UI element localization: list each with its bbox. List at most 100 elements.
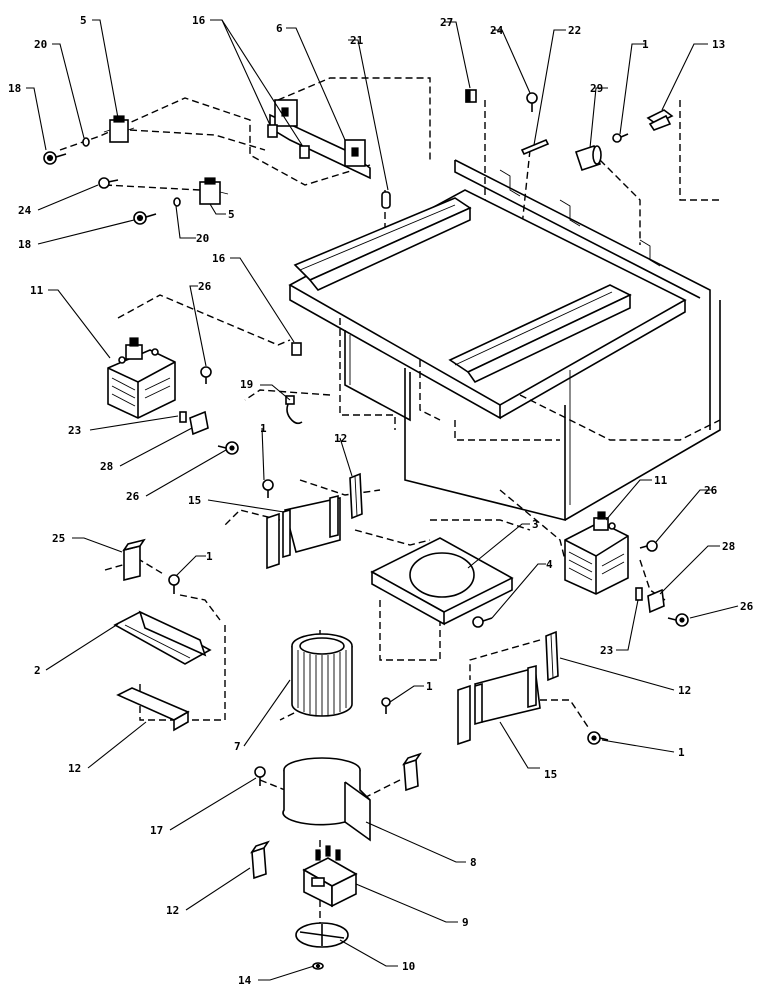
callout-20-upper: 20 (34, 38, 47, 51)
callout-19: 19 (240, 378, 253, 391)
callout-29: 29 (590, 82, 603, 95)
bar-12-lower-icon (116, 687, 190, 732)
callout-20-lower: 20 (196, 232, 209, 245)
roller-29-icon (574, 144, 602, 172)
fan-7-icon (291, 633, 353, 717)
callout-14: 14 (238, 974, 252, 987)
callout-22: 22 (568, 24, 581, 37)
leader-lines (26, 19, 739, 981)
bracket-15-right-icon (457, 664, 541, 746)
callout-17: 17 (150, 824, 163, 837)
clip-23-right-icon (635, 587, 643, 601)
screw-18-upper-icon (43, 151, 67, 165)
clip-27-icon (465, 89, 477, 103)
callout-13: 13 (712, 38, 725, 51)
callout-4: 4 (546, 558, 553, 571)
duct-8-icon (282, 757, 371, 842)
callout-18-upper: 18 (8, 82, 21, 95)
screw-26-upper-icon (200, 366, 212, 384)
cabinet-base (288, 159, 721, 522)
bracket-28-left-icon (189, 410, 209, 436)
callout-8: 8 (470, 856, 477, 869)
upper-parts (43, 89, 674, 356)
callout-21: 21 (350, 34, 364, 47)
bracket-28-right-icon (647, 588, 665, 614)
callout-28-right: 28 (722, 540, 735, 553)
screw-17-icon (254, 766, 266, 786)
screw-26-right-upper-icon (639, 540, 658, 552)
callout-1-top: 1 (642, 38, 649, 51)
callout-28-left: 28 (100, 460, 113, 473)
pad-12-upper-icon (349, 472, 363, 520)
screw-26-right-lower-icon (667, 613, 689, 627)
callout-16-top: 16 (192, 14, 206, 27)
left-mid-parts (113, 472, 363, 732)
motor-9-icon (302, 845, 358, 908)
washer-20-upper-icon (82, 137, 90, 147)
callout-24-right: 24 (490, 24, 504, 37)
screw-1-mid-left-icon (168, 574, 180, 594)
bracket-22-icon (520, 138, 550, 156)
block-12-right-icon (402, 752, 422, 792)
center-parts (250, 537, 514, 970)
callout-18-lower: 18 (18, 238, 31, 251)
callout-1-right: 1 (678, 746, 685, 759)
nut-14-icon (312, 962, 324, 970)
thermostat-19-icon (285, 395, 303, 425)
switch-5-lower-icon (199, 177, 229, 205)
pad-12-right-icon (545, 630, 559, 682)
pin-21-icon (381, 191, 391, 209)
washer-20-lower-icon (173, 197, 181, 207)
callout-25: 25 (52, 532, 65, 545)
callout-1-left: 1 (260, 422, 267, 435)
bracket-15-left-icon (266, 494, 341, 570)
callout-5-upper: 5 (80, 14, 87, 27)
callout-15-left: 15 (188, 494, 201, 507)
switch-5-upper-icon (103, 115, 135, 143)
callout-7: 7 (234, 740, 241, 753)
callout-26-lower: 26 (126, 490, 140, 503)
bracket-6-icon (269, 99, 371, 180)
callout-27: 27 (440, 16, 453, 29)
magnetron-11-left-icon (107, 337, 176, 419)
callout-2: 2 (34, 664, 41, 677)
callout-12-right: 12 (678, 684, 691, 697)
clip-23-left-icon (179, 411, 187, 423)
screw-1-center-icon (381, 697, 391, 714)
bracket-2-icon (113, 610, 212, 665)
screw-1-right-icon (587, 731, 609, 745)
callout-26-upper: 26 (198, 280, 212, 293)
bracket-13-icon (646, 109, 674, 131)
clip-16-lower-icon (291, 342, 302, 356)
callout-12-lower-left: 12 (68, 762, 81, 775)
callout-11-right: 11 (654, 474, 668, 487)
callout-11-left: 11 (30, 284, 44, 297)
screw-18-lower-icon (133, 211, 157, 225)
magnetron-11-right-icon (564, 511, 629, 595)
callout-26-right-lower: 26 (740, 600, 754, 613)
screw-24-right-icon (526, 92, 538, 112)
callout-23-right: 23 (600, 644, 613, 657)
callout-3: 3 (532, 518, 539, 531)
callout-12-lower: 12 (166, 904, 179, 917)
callout-15-right: 15 (544, 768, 557, 781)
callout-labels: 5 20 18 24 18 20 5 16 6 21 27 24 22 29 1… (8, 14, 754, 987)
callout-9: 9 (462, 916, 469, 929)
block-12-lower-icon (250, 840, 270, 880)
callout-6: 6 (276, 22, 283, 35)
callout-12-upper: 12 (334, 432, 347, 445)
screw-1-top-icon (612, 133, 629, 143)
callout-10: 10 (402, 960, 415, 973)
screw-24-left-icon (98, 177, 119, 189)
callout-16-lower: 16 (212, 252, 226, 265)
callout-26-right-upper: 26 (704, 484, 718, 497)
callout-5-lower: 5 (228, 208, 235, 221)
right-fasteners (457, 540, 689, 746)
block-25-icon (122, 538, 146, 582)
plate-3-icon (370, 537, 514, 626)
callout-1-mid-left: 1 (206, 550, 213, 563)
clip-16-upper-icon (267, 124, 310, 159)
callout-1-center: 1 (426, 680, 433, 693)
blade-10-icon (295, 922, 349, 948)
